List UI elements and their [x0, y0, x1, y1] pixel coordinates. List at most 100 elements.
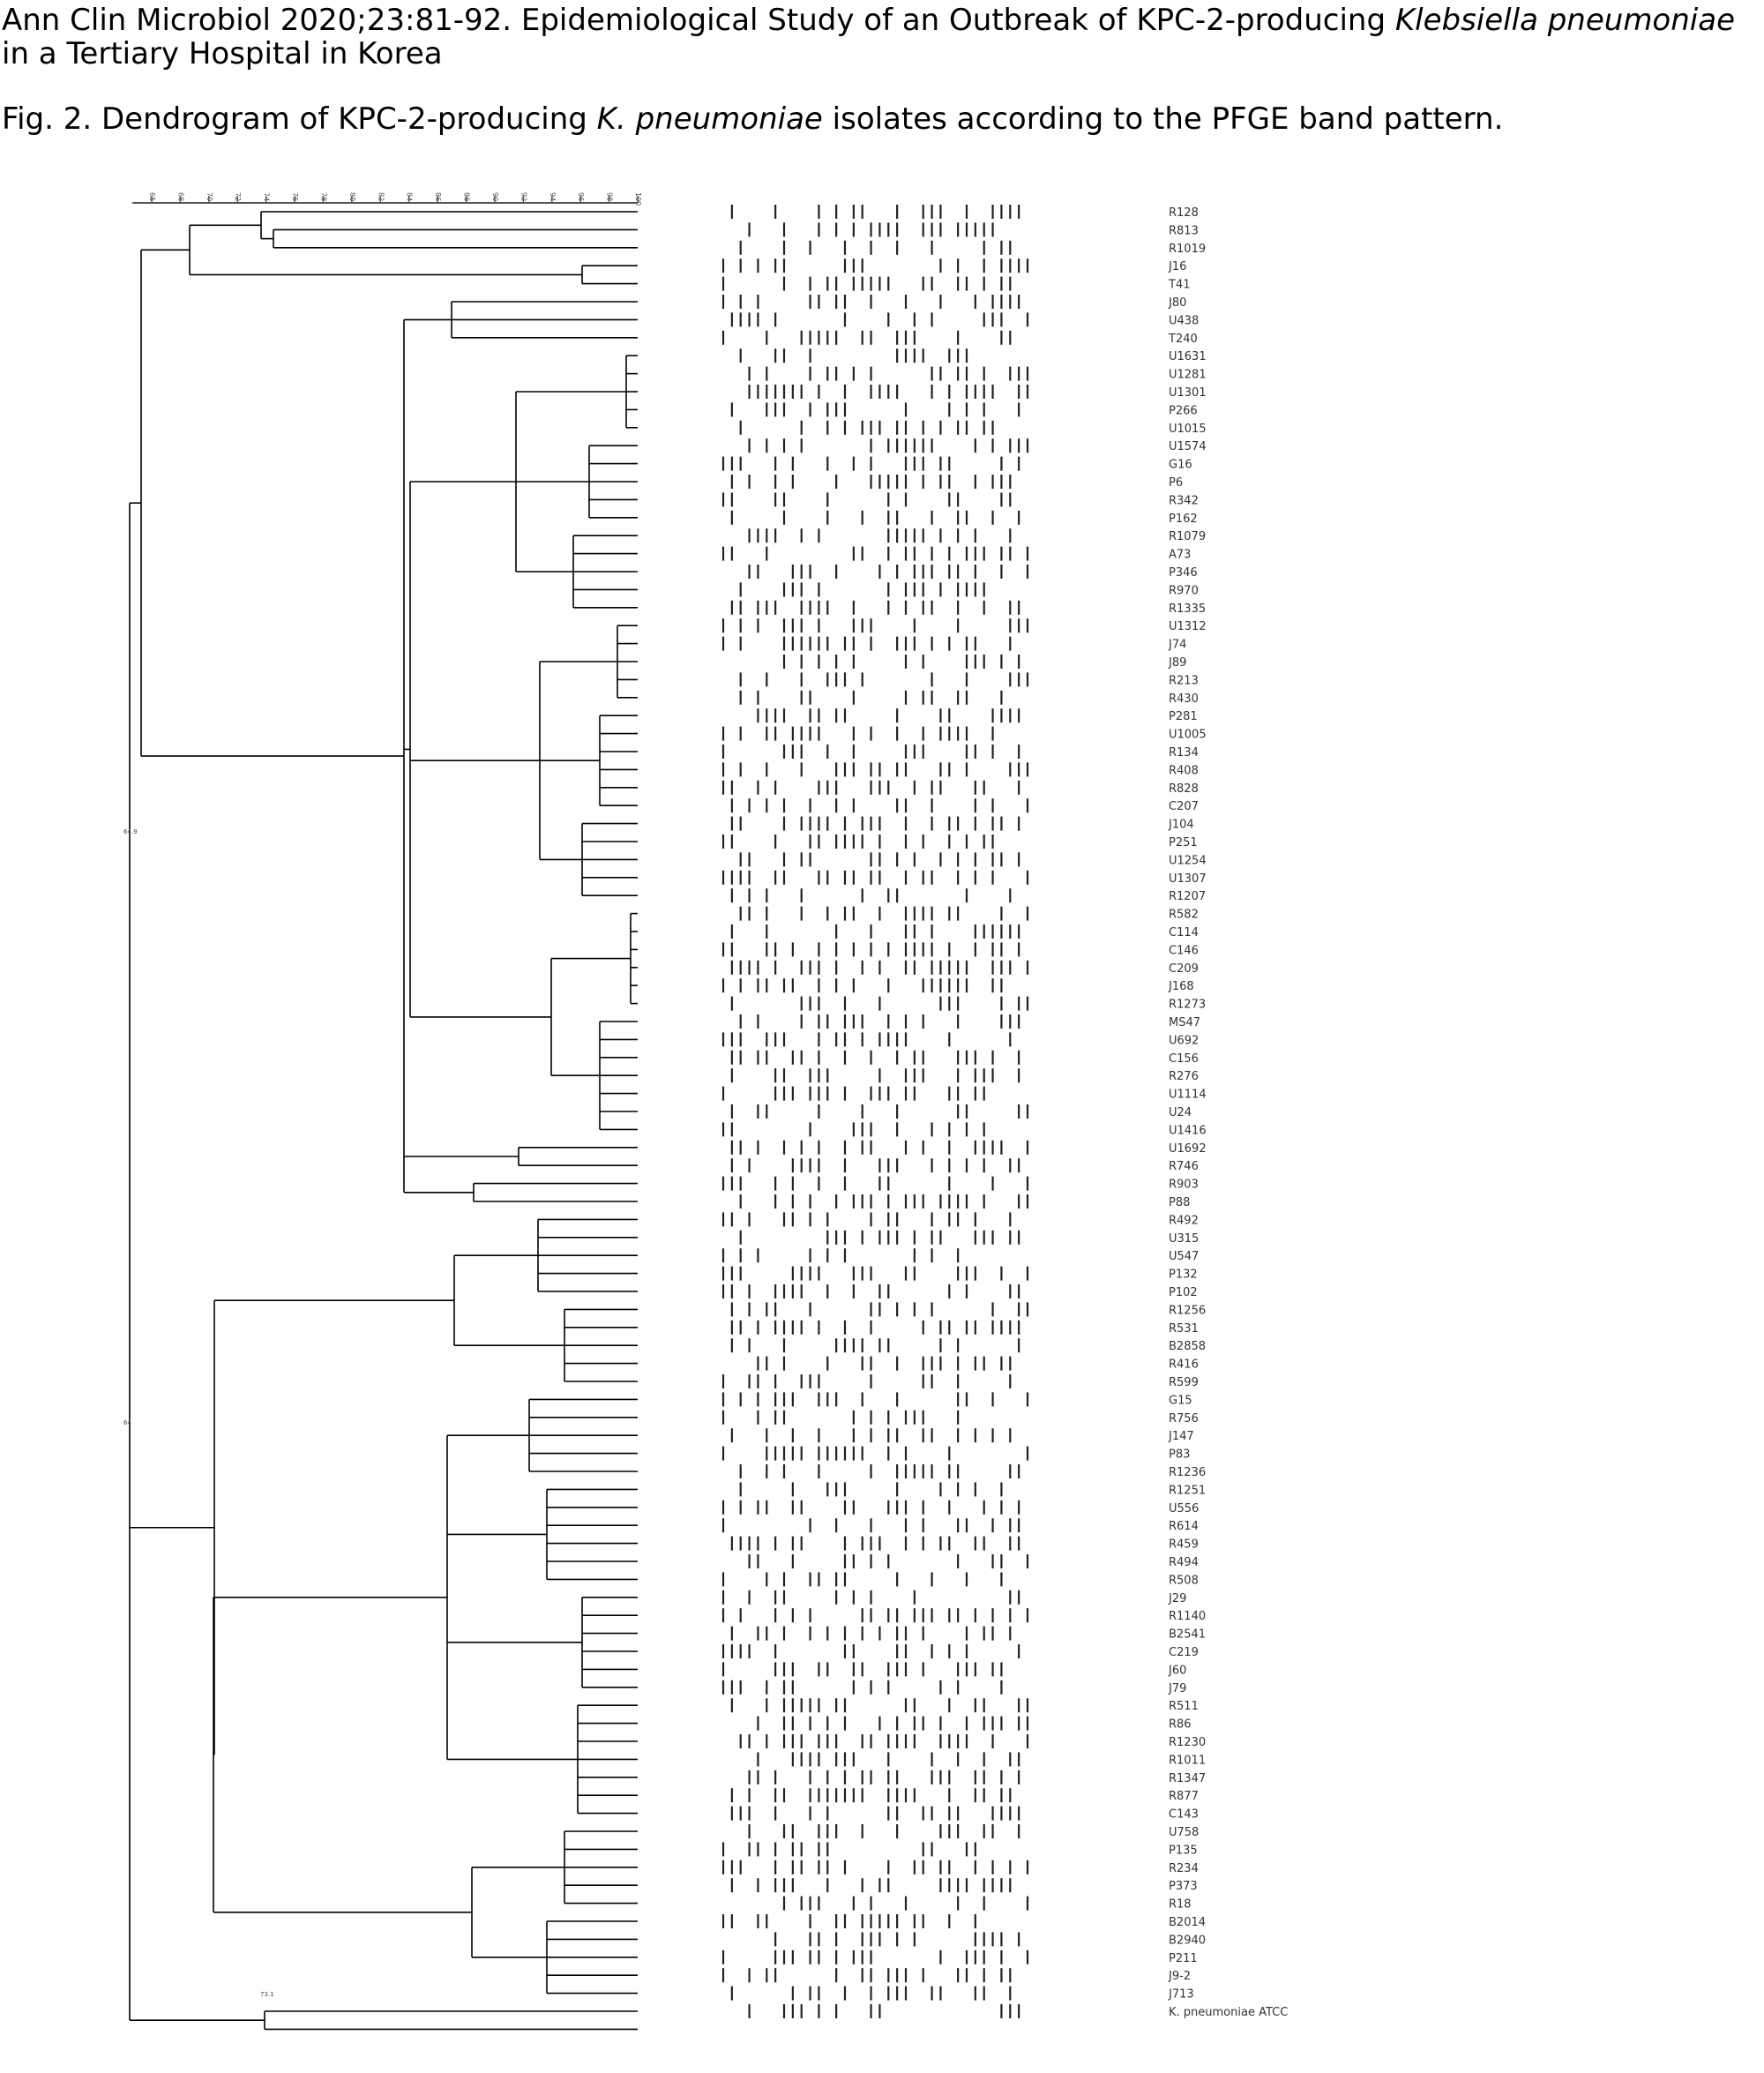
- isolate-label: R492: [1169, 1214, 1199, 1227]
- figure-caption: Fig. 2. Dendrogram of KPC-2-producing K.…: [2, 102, 1757, 136]
- isolate-label: R614: [1169, 1520, 1199, 1533]
- scale-tick-label: 65: [148, 192, 156, 201]
- isolate-label: R1079: [1169, 530, 1206, 543]
- isolate-label: R1236: [1169, 1466, 1206, 1479]
- isolate-label: U24: [1169, 1106, 1192, 1119]
- scale-tick-label: 92: [519, 192, 527, 201]
- isolate-label: J74: [1168, 639, 1186, 652]
- isolate-label: R342: [1169, 494, 1199, 507]
- isolate-label: U758: [1169, 1826, 1199, 1839]
- isolate-label: U1631: [1169, 350, 1207, 363]
- isolate-label: P102: [1169, 1286, 1198, 1299]
- citation-organism: Klebsiella pneumoniae: [1394, 3, 1735, 38]
- isolate-label: U1574: [1169, 440, 1207, 453]
- isolate-label: J16: [1168, 260, 1186, 273]
- isolate-label: J89: [1168, 656, 1186, 670]
- isolate-label: R970: [1169, 584, 1199, 597]
- isolate-label: R1335: [1169, 602, 1206, 616]
- caption-suffix: isolates according to the PFGE band patt…: [822, 101, 1504, 137]
- isolate-label: J79: [1168, 1682, 1186, 1695]
- isolate-label: C146: [1169, 944, 1199, 957]
- isolate-label: R828: [1169, 782, 1199, 796]
- isolate-label: A73: [1169, 549, 1191, 562]
- scale-tick-label: 80: [348, 192, 356, 201]
- scale-tick-label: 74: [263, 192, 271, 201]
- scale-tick-label: 82: [377, 192, 385, 201]
- isolate-label: U1005: [1169, 729, 1207, 742]
- isolate-label: C156: [1169, 1052, 1199, 1066]
- isolate-label: R1019: [1169, 243, 1206, 256]
- isolate-label: U1281: [1169, 369, 1207, 382]
- isolate-label: R18: [1169, 1898, 1192, 1912]
- isolate-label: R511: [1169, 1700, 1199, 1713]
- isolate-label: C114: [1169, 926, 1199, 939]
- isolate-label: P162: [1169, 513, 1198, 526]
- isolate-label: J713: [1168, 1988, 1194, 2002]
- scale-tick-label: 100: [634, 192, 642, 206]
- scale-tick-label: 90: [491, 192, 499, 201]
- isolate-label: C219: [1169, 1646, 1199, 1659]
- isolate-label: R756: [1169, 1412, 1199, 1426]
- isolate-label: P281: [1169, 710, 1198, 723]
- isolate-label: J29: [1168, 1592, 1186, 1605]
- isolate-label: R1273: [1169, 999, 1206, 1012]
- isolate-label: P251: [1169, 836, 1198, 849]
- isolate-label: J60: [1168, 1664, 1186, 1677]
- dendrogram-tree: [129, 211, 638, 2031]
- isolate-label: R234: [1169, 1862, 1199, 1875]
- isolate-label: P83: [1169, 1448, 1190, 1462]
- scale-tick-label: 78: [319, 192, 327, 201]
- isolate-label: R1251: [1169, 1484, 1206, 1497]
- isolate-label: U1416: [1169, 1124, 1207, 1137]
- citation-prefix: Ann Clin Microbiol 2020;23:81-92. Epidem…: [2, 3, 1395, 38]
- isolate-label: R86: [1169, 1718, 1192, 1732]
- isolate-label: R813: [1169, 224, 1199, 237]
- isolate-label: U1114: [1169, 1089, 1207, 1102]
- isolate-label: R430: [1169, 692, 1199, 706]
- isolate-label: P373: [1169, 1880, 1198, 1893]
- isolate-label: C209: [1169, 962, 1199, 976]
- isolate-label: U556: [1169, 1502, 1199, 1515]
- isolate-label: R1140: [1169, 1610, 1206, 1623]
- isolate-label: J104: [1168, 819, 1194, 832]
- isolate-label: U1312: [1169, 620, 1207, 633]
- isolate-label: U1307: [1169, 872, 1207, 886]
- isolate-label: R746: [1169, 1160, 1199, 1173]
- isolate-label: R408: [1169, 764, 1199, 777]
- isolate-label: T240: [1168, 333, 1198, 346]
- isolate-label: P211: [1169, 1952, 1198, 1965]
- isolate-label: U315: [1169, 1232, 1199, 1246]
- isolate-label: U438: [1169, 314, 1199, 327]
- isolate-label: U1692: [1169, 1142, 1207, 1156]
- scale-tick-label: 76: [291, 192, 299, 201]
- scale-tick-label: 88: [463, 192, 471, 201]
- isolate-label: P88: [1169, 1196, 1190, 1209]
- isolate-label: B2858: [1169, 1340, 1206, 1353]
- isolate-label: R508: [1169, 1574, 1199, 1587]
- isolate-label: U692: [1169, 1034, 1199, 1047]
- node-similarity-label: 64.9: [123, 828, 138, 835]
- isolate-label: R128: [1169, 206, 1199, 220]
- isolate-label: R276: [1169, 1070, 1199, 1083]
- isolate-label: B2940: [1169, 1934, 1206, 1947]
- isolate-label: R531: [1169, 1322, 1199, 1336]
- citation-suffix: in a Tertiary Hospital in Korea: [2, 36, 443, 71]
- caption-prefix: Fig. 2. Dendrogram of KPC-2-producing: [2, 101, 597, 137]
- isolate-label: P132: [1169, 1268, 1198, 1282]
- isolate-labels: R128R813R1019J16T41J80U438T240U1631U1281…: [1168, 206, 1288, 2019]
- isolate-label: B2014: [1169, 1916, 1206, 1929]
- isolate-label: R1256: [1169, 1304, 1206, 1317]
- isolate-label: U1301: [1169, 386, 1207, 400]
- isolate-label: R599: [1169, 1376, 1199, 1389]
- isolate-label: U547: [1169, 1250, 1199, 1263]
- caption-organism: K. pneumoniae: [596, 101, 823, 137]
- scale-tick-label: 72: [234, 192, 242, 201]
- scale-tick-label: 86: [434, 192, 442, 201]
- isolate-label: U1254: [1169, 854, 1207, 867]
- isolate-label: J147: [1168, 1430, 1194, 1443]
- scale-tick-label: 94: [549, 192, 557, 201]
- isolate-label: P6: [1169, 476, 1183, 490]
